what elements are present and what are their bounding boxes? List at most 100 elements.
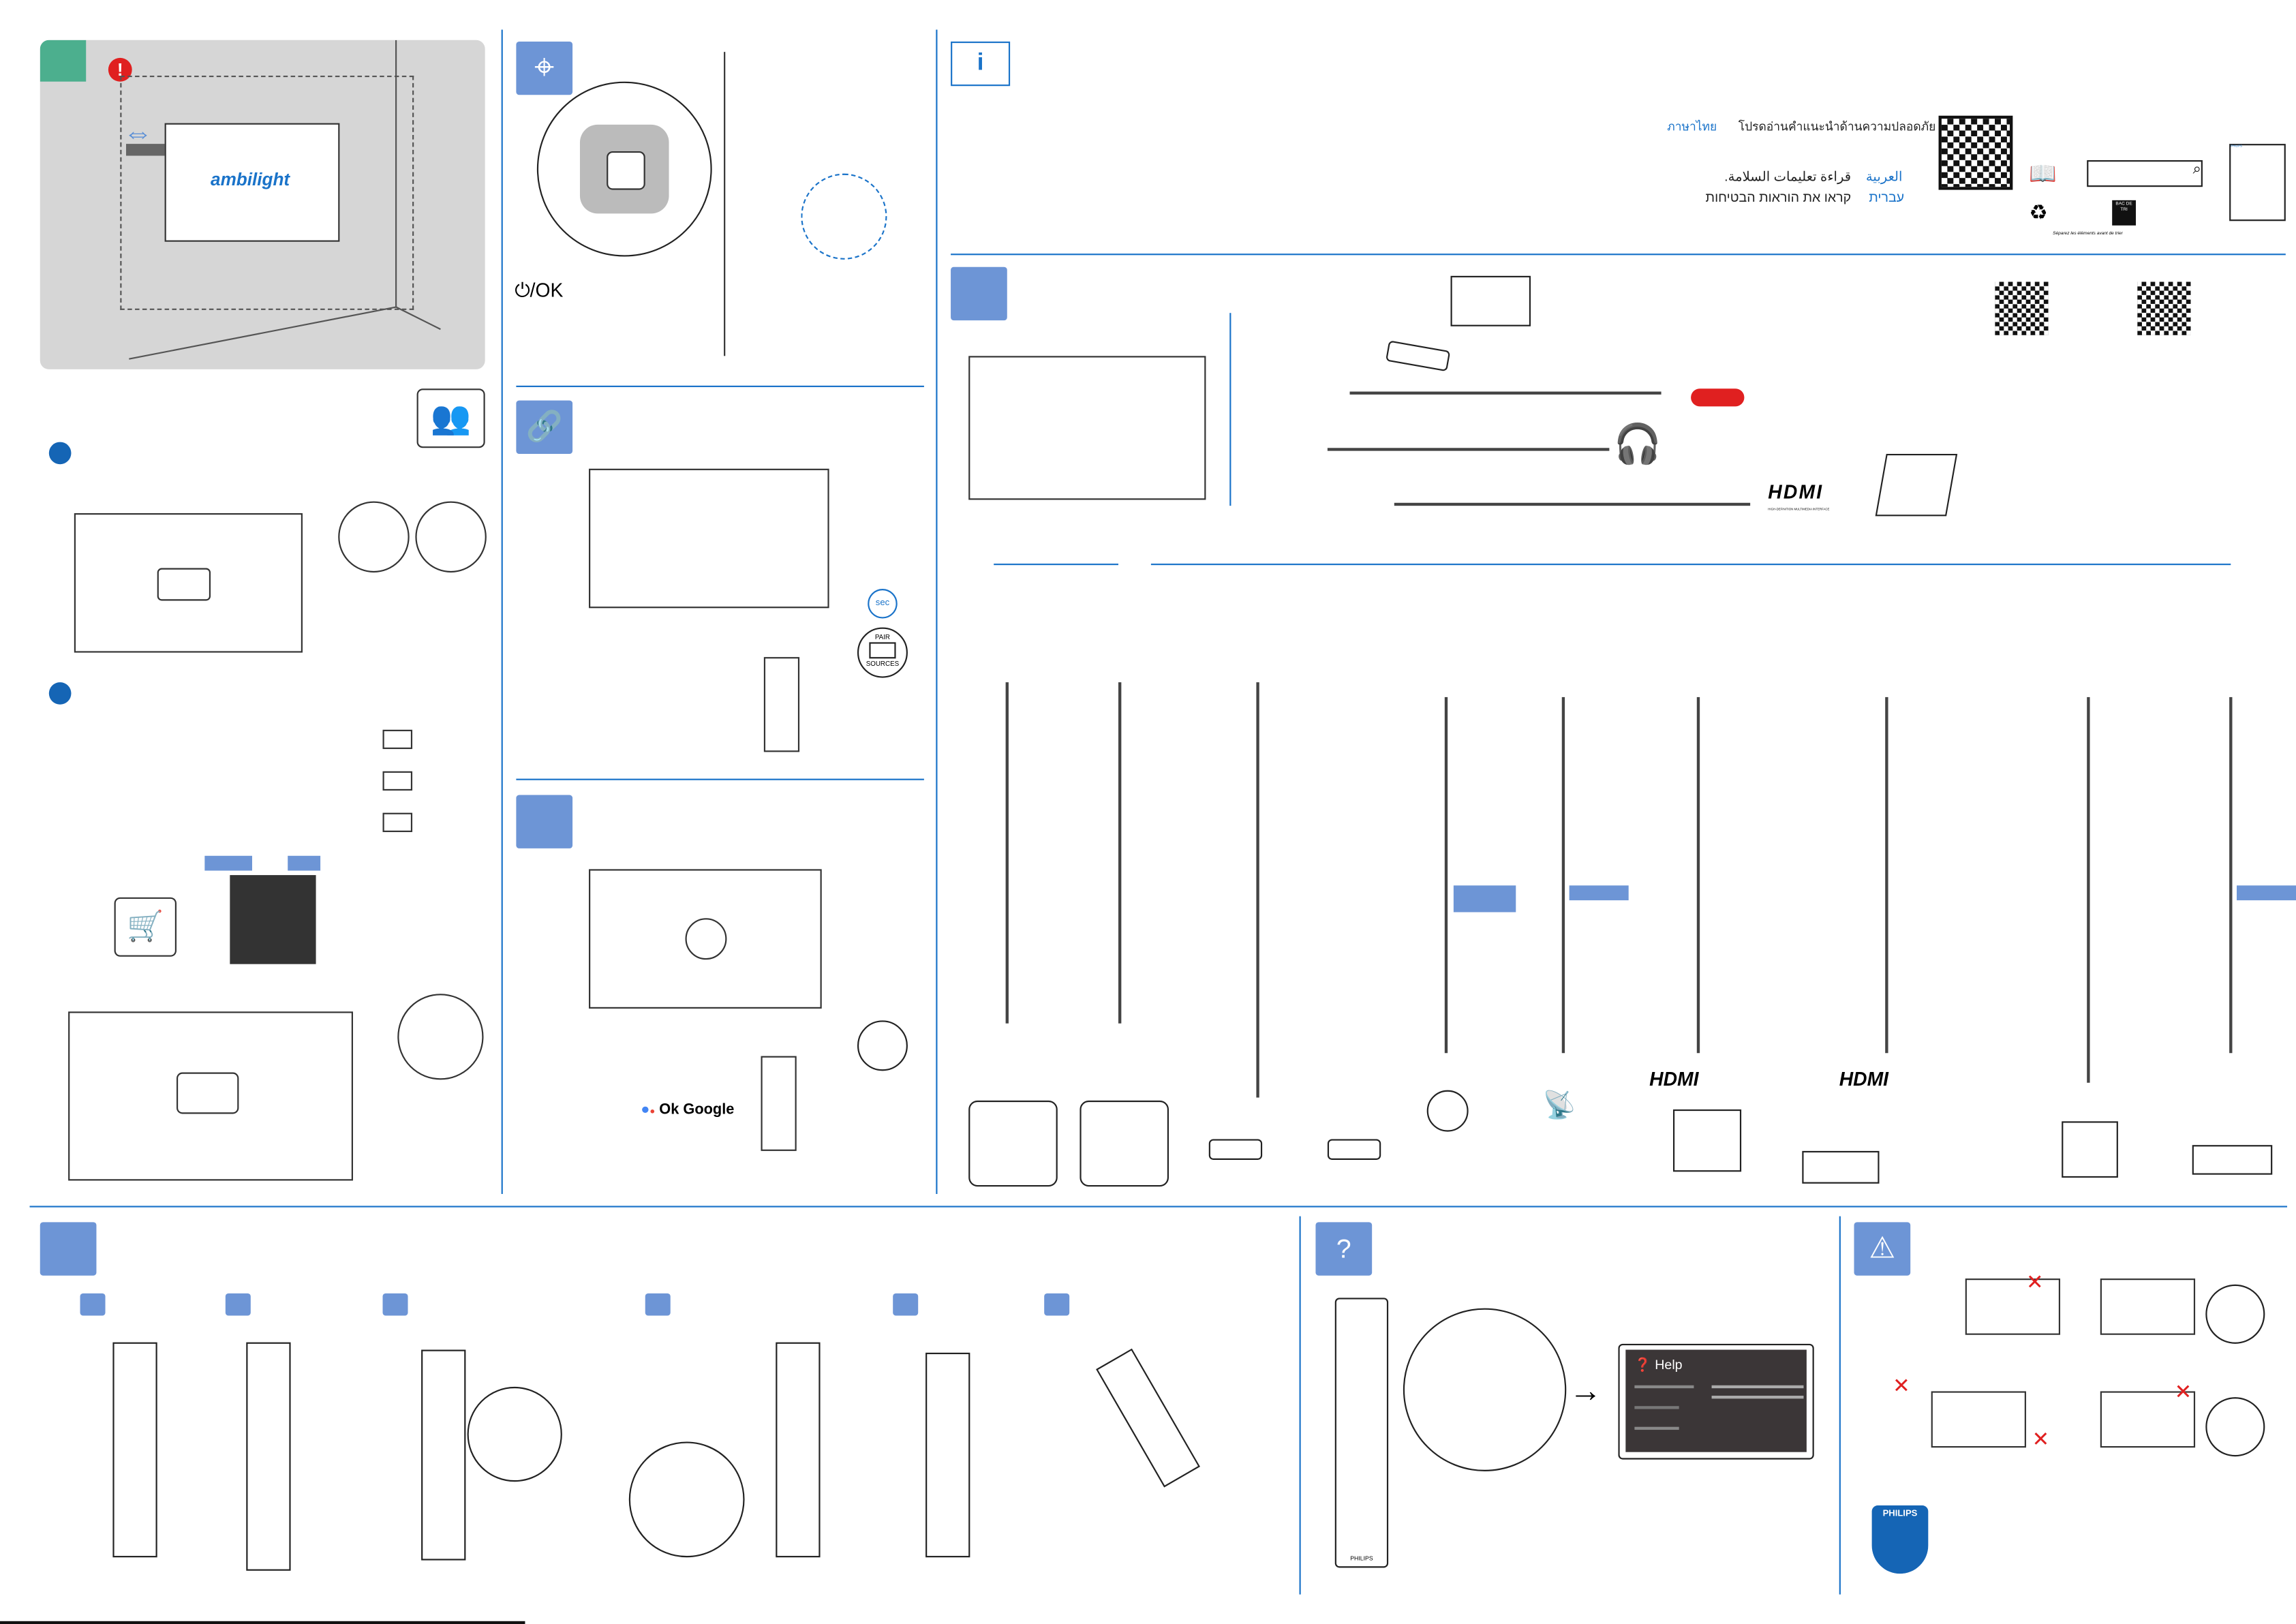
step-marker (1044, 1293, 1070, 1316)
link-icon: 🔗 (516, 400, 573, 454)
manual-brand: PHILIPS (2231, 145, 2243, 149)
qr-code (1938, 115, 2013, 190)
philips-shield-logo: PHILIPS (1871, 1505, 1929, 1574)
ok-button[interactable] (607, 151, 645, 190)
step-marker (382, 1293, 408, 1316)
room-corner (129, 40, 441, 360)
remote-in-hand (763, 657, 800, 752)
remote-back (246, 1342, 291, 1571)
help-icon: ? (1315, 1222, 1373, 1276)
manual-book-icon: 📖 (2029, 162, 2057, 187)
step-marker (893, 1293, 919, 1316)
ambilight-logo: ambilight (211, 169, 290, 190)
tv-back-illustration (74, 513, 303, 653)
joystick-location (801, 173, 887, 260)
tv-back-illustration (68, 1011, 353, 1181)
headphones-icon: 🎧 (1613, 421, 1662, 466)
router-icon (1208, 1139, 1263, 1160)
usb-hdd-icon (1691, 388, 1745, 407)
connector-line (1150, 564, 2231, 566)
tv-clean-warning (2100, 1278, 2196, 1335)
connector-line (1229, 313, 1231, 506)
qr-code (2137, 281, 2191, 335)
search-box: ⌕ (2087, 160, 2203, 187)
screw-detail (338, 501, 410, 573)
divider (516, 385, 924, 388)
assistant-icon (516, 795, 573, 848)
bin-label: BAC DE TRI (2112, 200, 2137, 226)
bracket-illustration (230, 875, 316, 964)
hdmi-subtext: HIGH-DEFINITION MULTIMEDIA INTERFACE (1768, 508, 1830, 512)
remote-back (925, 1352, 970, 1558)
power-cable (1005, 682, 1009, 1024)
help-circle-icon: ❓ (1634, 1357, 1651, 1373)
recycle-info: ♻ BAC DE TRI Séparez les éléments avant … (2029, 197, 2141, 236)
screw-size-icon (382, 729, 413, 750)
help-screen: ❓ Help (1618, 1343, 1814, 1460)
footer-rule (0, 1621, 525, 1624)
hdmi-arc-cable (1885, 696, 1888, 1054)
receiver-icon (2192, 1145, 2273, 1175)
sources-label: SOURCES (866, 660, 900, 668)
power-cable (1118, 682, 1122, 1024)
recycle-icon: ♻ (2029, 200, 2048, 224)
digital-audio-cable (2087, 696, 2090, 1083)
step-marker (80, 1293, 106, 1316)
home-theater-icon (1802, 1150, 1880, 1184)
step-dot (48, 682, 72, 705)
prohibited-icon: ✕ (2025, 1269, 2044, 1293)
remote-icon (40, 1222, 97, 1276)
pair-sources-button: PAIR SOURCES (857, 627, 908, 678)
antenna-cable (1561, 696, 1565, 1054)
divider (951, 254, 2286, 256)
wifi-router-icon (1327, 1139, 1381, 1160)
divider (501, 29, 504, 1195)
tv-illustration (589, 468, 829, 609)
target-icon: ⌖ (516, 41, 573, 95)
assistant-button (857, 1020, 908, 1071)
help-title: ❓ Help (1634, 1357, 1683, 1373)
callout-tag (1569, 885, 1629, 901)
hdmi-logo: HDMI (1649, 1068, 1699, 1090)
assistant-bubble (685, 918, 727, 960)
language-thai: ภาษาไทย (1667, 120, 1717, 134)
step-marker (225, 1293, 251, 1316)
cart-icon: 🛒 (114, 897, 177, 957)
manual-thumbnail: PHILIPS (2229, 144, 2286, 221)
safety-text-arabic: قراءة تعليمات السلامة. (1724, 169, 1852, 184)
hdmi-cable (1394, 502, 1751, 506)
prohibited-icon: ✕ (2174, 1379, 2192, 1403)
headphone-cable (1327, 448, 1610, 451)
remote-dpad (536, 81, 712, 257)
subwoofer-icon (2062, 1121, 2118, 1178)
arrow-right-icon: → (1569, 1372, 1602, 1409)
clearance-outline (120, 75, 414, 310)
cable-icon (951, 266, 1007, 321)
callout-tag (204, 855, 252, 871)
language-hebrew: עברית (1869, 189, 1905, 205)
screw-detail (415, 501, 487, 573)
ok-google-label: ●● Ok Google (641, 1102, 735, 1119)
hdmi-logo: HDMI (1839, 1068, 1889, 1090)
plug-illustration (1080, 1100, 1169, 1187)
connector-line (994, 564, 1119, 566)
recycle-text: Séparez les éléments avant de trier (2053, 230, 2123, 236)
vesa-mount (157, 568, 211, 601)
hdmi-cable (1696, 696, 1700, 1054)
tv-cable-warning (1931, 1391, 2026, 1448)
remote-brand: PHILIPS (1350, 1554, 1373, 1562)
tv-heat-warning (1965, 1278, 2061, 1335)
remote-back (776, 1342, 821, 1558)
prohibited-icon: ✕ (2032, 1426, 2050, 1451)
clean-ok-icon (2205, 1284, 2265, 1344)
remote-front: PHILIPS (1334, 1298, 1389, 1568)
step-dot (48, 442, 72, 465)
laptop-icon (1672, 1109, 1742, 1172)
divider (1299, 1216, 1302, 1595)
usb-stick-icon (1385, 340, 1451, 372)
keypad-zoom (1403, 1308, 1567, 1471)
tv-spray-warning (2100, 1391, 2196, 1448)
divider (516, 778, 924, 781)
power-ok-label: ⏻/OK (515, 279, 564, 301)
tv-illustration (589, 869, 822, 1009)
